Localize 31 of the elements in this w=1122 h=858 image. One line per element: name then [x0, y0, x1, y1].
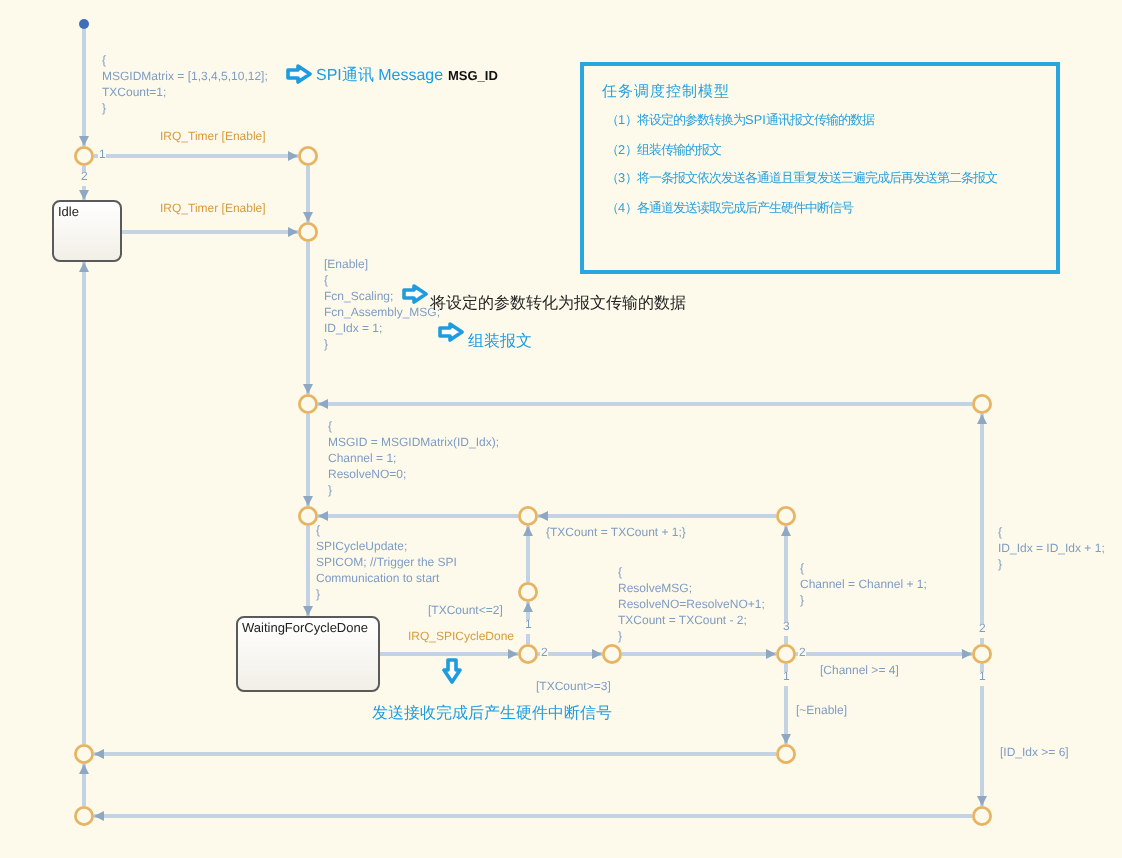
- transition-arrow: [380, 649, 518, 659]
- transition-arrow: [781, 664, 791, 744]
- transition-arrow: [79, 166, 89, 200]
- transition-arrow: [79, 764, 89, 806]
- transition-arrow: [318, 511, 518, 521]
- transition-arrow: [318, 399, 972, 409]
- transition-arrow: [94, 749, 776, 759]
- transition-arrow: [622, 649, 776, 659]
- transition-arrow: [977, 414, 987, 644]
- transition-arrow: [796, 649, 972, 659]
- transition-arrow: [122, 227, 298, 237]
- transition-arrow: [303, 526, 313, 616]
- annotation-text: 组装报文: [468, 330, 532, 352]
- state-box: [236, 616, 380, 692]
- transition-arrow: [523, 602, 533, 644]
- info-panel: [580, 62, 1060, 274]
- transition-arrow: [303, 242, 313, 394]
- transition-arrow: [94, 811, 972, 821]
- transition-arrow: [538, 511, 776, 521]
- state-box: [52, 200, 122, 262]
- transition-arrow: [303, 414, 313, 506]
- transition-arrow: [538, 649, 602, 659]
- transition-arrow: [977, 664, 987, 806]
- annotation-text: 发送接收完成后产生硬件中断信号: [372, 702, 612, 724]
- annotation-text: SPI通讯 Message: [316, 64, 444, 86]
- transition-arrow: [79, 24, 89, 146]
- transition-arrow: [94, 151, 298, 161]
- transition-arrow: [303, 166, 313, 222]
- transition-arrow: [523, 526, 533, 582]
- transition-arrow: [79, 262, 89, 744]
- transition-arrow: [781, 526, 791, 644]
